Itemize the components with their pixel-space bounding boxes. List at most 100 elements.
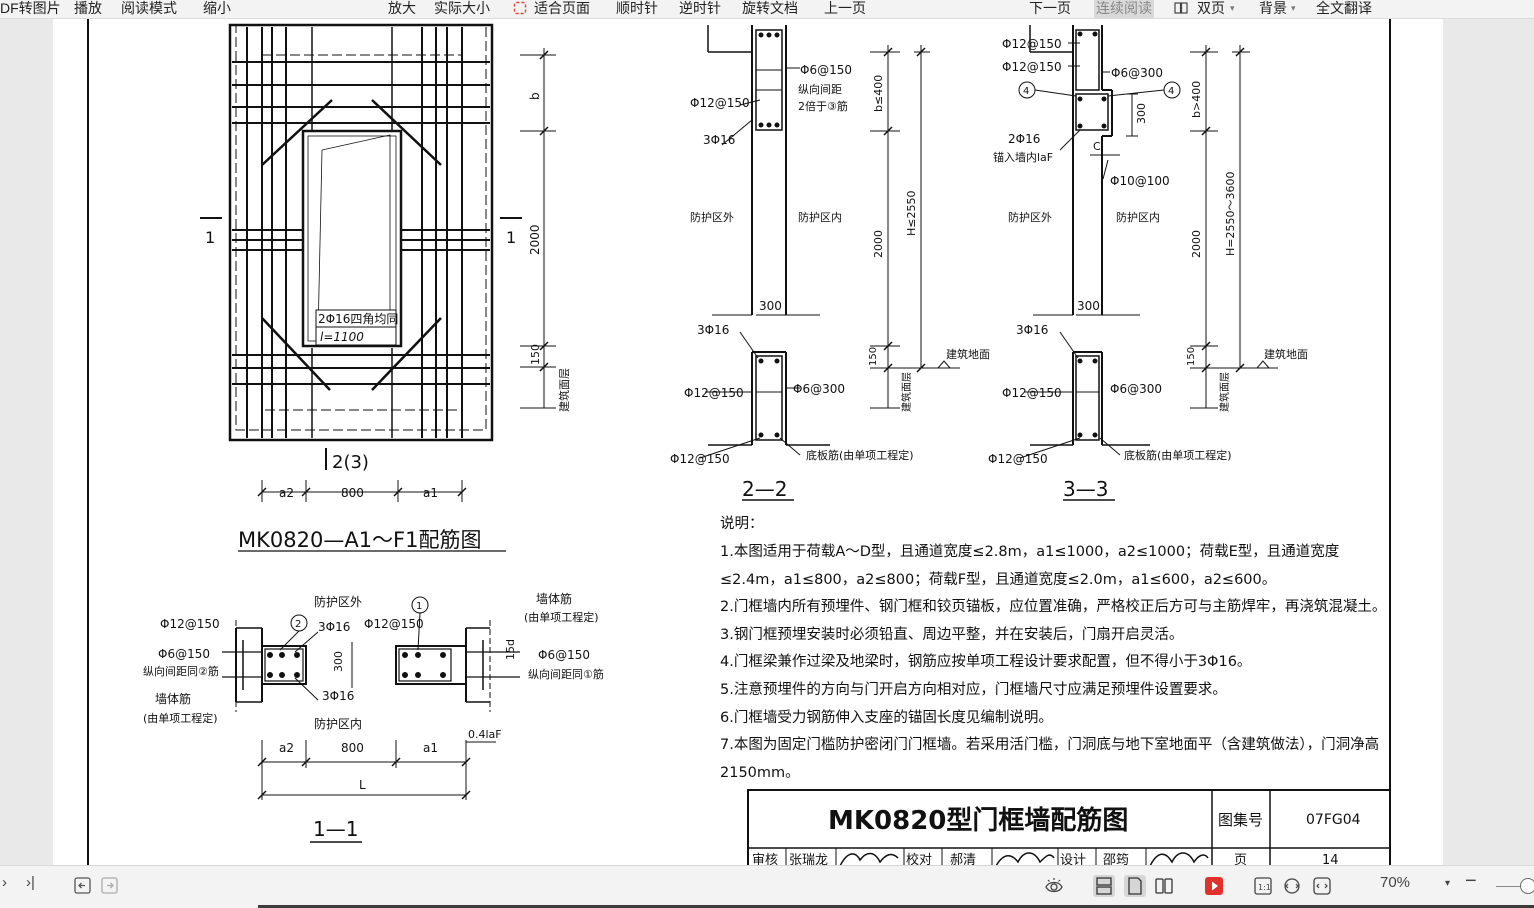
continuous-view-icon[interactable] (1093, 875, 1115, 897)
sec22-title: 2—2 (742, 477, 787, 501)
notes-line-1: 1.本图适用于荷载A～D型，且通道宽度≤2.8m，a1≤1000，a2≤1000… (720, 543, 1339, 560)
sec33-2p16: 2Φ16 (1008, 132, 1040, 146)
pdf-to-image-button[interactable]: DF转图片 (0, 0, 61, 16)
elev-label-1: 1 (205, 228, 215, 247)
rotate-clockwise-button[interactable]: 顺时针 (616, 0, 658, 16)
double-page-button[interactable]: 双页 (1197, 0, 1225, 16)
single-page-icon[interactable] (1124, 875, 1146, 897)
elev-dim-a1: a1 (423, 486, 438, 500)
go-back-icon[interactable] (72, 875, 94, 897)
sec22-ground: 建筑地面 (946, 347, 990, 361)
notes-line-8: 7.本图为固定门槛防护密闭门门框墙。若采用活门槛，门洞底与地下室地面平（含建筑做… (720, 736, 1379, 753)
sec11-L: L (359, 778, 366, 792)
eye-protection-icon[interactable] (1043, 875, 1065, 897)
sec11-p12-left: Φ12@150 (160, 617, 220, 631)
sec22-floor: 建筑面层 (900, 372, 913, 412)
sec11-wall-note-right: (由单项工程定) (524, 610, 599, 624)
full-text-translate-button[interactable]: 全文翻译 (1316, 0, 1372, 16)
section-3-3 (1018, 25, 1278, 501)
background-dropdown-icon[interactable]: ▾ (1291, 3, 1296, 13)
elev-dim-800: 800 (341, 486, 364, 500)
zoom-level[interactable]: 70% (1380, 874, 1411, 891)
play-slideshow-icon[interactable] (1203, 875, 1225, 897)
sec22-note-a: 纵向间距 (798, 82, 842, 96)
zoom-slider-track[interactable] (1496, 886, 1534, 887)
actual-size-button[interactable]: 实际大小 (434, 0, 490, 16)
fit-page-icon (513, 1, 527, 15)
sec22-p12-base: Φ12@150 (670, 452, 730, 466)
notes-line-2: ≤2.4m，a1≤800，a2≤800；荷载F型，且通道宽度≤2.0m，a1≤6… (720, 571, 1276, 588)
sec22-inside: 防护区内 (798, 210, 842, 224)
fit-page-button[interactable]: 适合页面 (534, 0, 590, 16)
review-label: 审核 (752, 853, 778, 865)
double-page-icon (1174, 2, 1188, 14)
sec22-p6-150: Φ6@150 (800, 63, 852, 77)
sec22-base-note: 底板筋(由单项工程定) (806, 448, 914, 462)
elev-dim-a2: a2 (279, 486, 294, 500)
section-1-1 (222, 596, 520, 843)
double-page-dropdown-icon[interactable]: ▾ (1230, 3, 1235, 13)
bottom-status-bar: › ›| 1:1 70% ▾ − (0, 865, 1534, 908)
continuous-reading-button[interactable]: 连续阅读 (1094, 0, 1154, 18)
sec11-inside: 防护区内 (314, 716, 362, 731)
zoom-dropdown-icon[interactable]: ▾ (1445, 878, 1451, 889)
sec11-3p16-top: 3Φ16 (318, 620, 350, 634)
elev-note-rebar: 2Φ16四角均同 (318, 312, 398, 326)
document-page: 1 1 2(3) a2 800 a1 b 2000 150 建筑面层 2Φ16四… (53, 19, 1443, 865)
sec22-3p16: 3Φ16 (703, 133, 735, 147)
double-page-view-icon[interactable] (1153, 875, 1175, 897)
top-toolbar: DF转图片 播放 阅读模式 缩小 放大 实际大小 适合页面 顺时针 逆时针 旋转… (0, 0, 1534, 19)
sec11-a2: a2 (279, 741, 294, 755)
zoom-out-icon[interactable]: − (1465, 870, 1477, 892)
zoom-out-button[interactable]: 缩小 (203, 0, 231, 16)
section-2-2-labels: Φ6@150 纵向间距 2倍于③筋 Φ12@150 3Φ16 防护区外 防护区内… (670, 63, 990, 501)
sec33-p6-300: Φ6@300 (1111, 66, 1163, 80)
fit-width-icon[interactable] (1281, 875, 1303, 897)
sec22-outside: 防护区外 (690, 210, 734, 224)
title-block-labels: MK0820型门框墙配筋图 图集号 07FG04 审核 张瑞龙 校对 郝清 设计… (752, 805, 1361, 865)
notes-heading: 说明： (720, 515, 764, 532)
check-label: 校对 (906, 852, 932, 865)
sec11-p6-right-note: 纵向间距同①筋 (528, 667, 604, 681)
sec33-ground: 建筑地面 (1264, 347, 1308, 361)
sec11-circle-2: 2 (295, 619, 301, 630)
zoom-in-button[interactable]: 放大 (388, 0, 416, 16)
rotate-document-button[interactable]: 旋转文档 (742, 0, 798, 16)
sec33-inside: 防护区内 (1116, 210, 1160, 224)
actual-size-icon[interactable]: 1:1 (1252, 875, 1274, 897)
background-button[interactable]: 背景 (1259, 0, 1287, 16)
fit-page-view-icon[interactable] (1311, 875, 1333, 897)
reading-mode-button[interactable]: 阅读模式 (121, 0, 177, 16)
checker-signature (995, 852, 1055, 865)
last-page-icon[interactable]: ›| (26, 874, 35, 891)
notes-line-4: 3.钢门框预埋安装时必须铅直、周边平整，并在安装后，门扇开启灵活。 (720, 626, 1183, 643)
elev-label-1-right: 1 (506, 228, 516, 247)
sec33-p6-300-b: Φ6@300 (1110, 382, 1162, 396)
zoom-slider-handle[interactable] (1520, 878, 1534, 894)
sec11-outside: 防护区外 (314, 594, 362, 609)
go-forward-icon[interactable] (99, 875, 121, 897)
next-page-button[interactable]: 下一页 (1029, 0, 1071, 16)
sec11-p6-left: Φ6@150 (158, 647, 210, 661)
sec22-3p16-bottom: 3Φ16 (697, 323, 729, 337)
atlas-label: 图集号 (1218, 811, 1263, 829)
sec22-p12-bottom: Φ12@150 (684, 386, 744, 400)
play-button[interactable]: 播放 (74, 0, 102, 16)
elev-floor-label: 建筑面层 (557, 368, 571, 412)
svg-text:1:1: 1:1 (1258, 883, 1271, 892)
section-2-2 (699, 25, 960, 501)
sec33-150: 150 (1186, 347, 1197, 366)
sec22-p6-300: Φ6@300 (793, 382, 845, 396)
previous-page-button[interactable]: 上一页 (824, 0, 866, 16)
sec11-wall-left: 墙体筋 (155, 691, 191, 706)
sec11-p12-mid: Φ12@150 (364, 617, 424, 631)
rotate-counterclockwise-button[interactable]: 逆时针 (679, 0, 721, 16)
sec22-note-b: 2倍于③筋 (798, 99, 848, 113)
next-arrow-icon[interactable]: › (2, 874, 7, 891)
sheet-frame (87, 19, 1391, 865)
reviewer-name: 张瑞龙 (789, 853, 828, 865)
sec33-3p16: 3Φ16 (1016, 323, 1048, 337)
sec22-H: H≤2550 (905, 191, 918, 236)
elevation-title: MK0820—A1～F1配筋图 (238, 528, 482, 552)
sec33-p12-a: Φ12@150 (1002, 37, 1062, 51)
